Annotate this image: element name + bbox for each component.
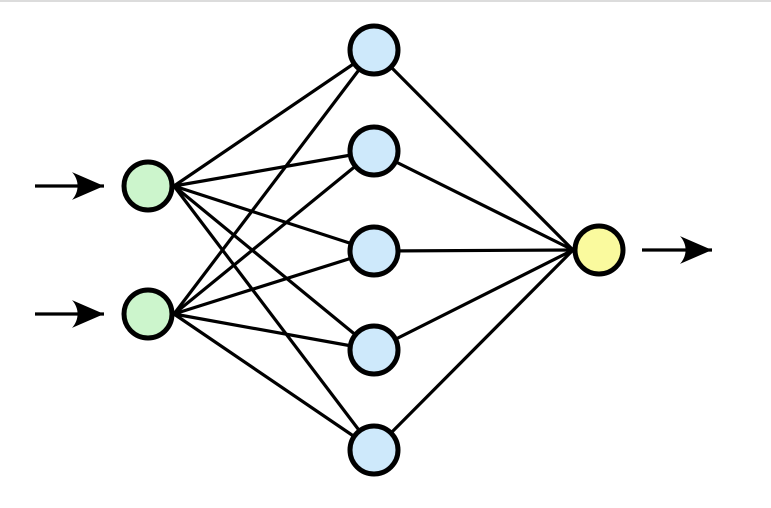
edge-input-1-hidden-5 — [172, 185, 376, 451]
edge-input-2-hidden-4 — [173, 312, 375, 352]
window-top-edge — [0, 0, 771, 2]
arrows-group — [35, 172, 712, 328]
nodes-group — [121, 23, 626, 477]
node-output-1 — [572, 223, 626, 277]
node-input-1 — [121, 159, 175, 213]
edge-hidden-2-output-1 — [373, 149, 574, 252]
edges-group — [172, 48, 575, 452]
node-hidden-2 — [347, 124, 401, 178]
edge-input-2-hidden-3 — [173, 249, 375, 316]
node-hidden-3 — [347, 224, 401, 278]
edge-hidden-1-output-1 — [372, 48, 575, 252]
edge-input-1-hidden-3 — [173, 184, 375, 253]
edge-input-2-hidden-1 — [172, 49, 376, 315]
node-hidden-1 — [347, 23, 401, 77]
edge-hidden-5-output-1 — [372, 248, 575, 452]
node-input-2 — [121, 287, 175, 341]
edge-input-2-hidden-5 — [173, 312, 375, 452]
edge-hidden-4-output-1 — [373, 248, 574, 352]
edge-input-1-hidden-2 — [173, 149, 375, 188]
edge-hidden-3-output-1 — [373, 248, 574, 253]
node-hidden-5 — [347, 423, 401, 477]
edge-input-1-hidden-1 — [173, 48, 375, 188]
edge-input-2-hidden-2 — [172, 149, 376, 316]
edge-input-1-hidden-4 — [172, 184, 376, 352]
node-hidden-4 — [347, 323, 401, 377]
